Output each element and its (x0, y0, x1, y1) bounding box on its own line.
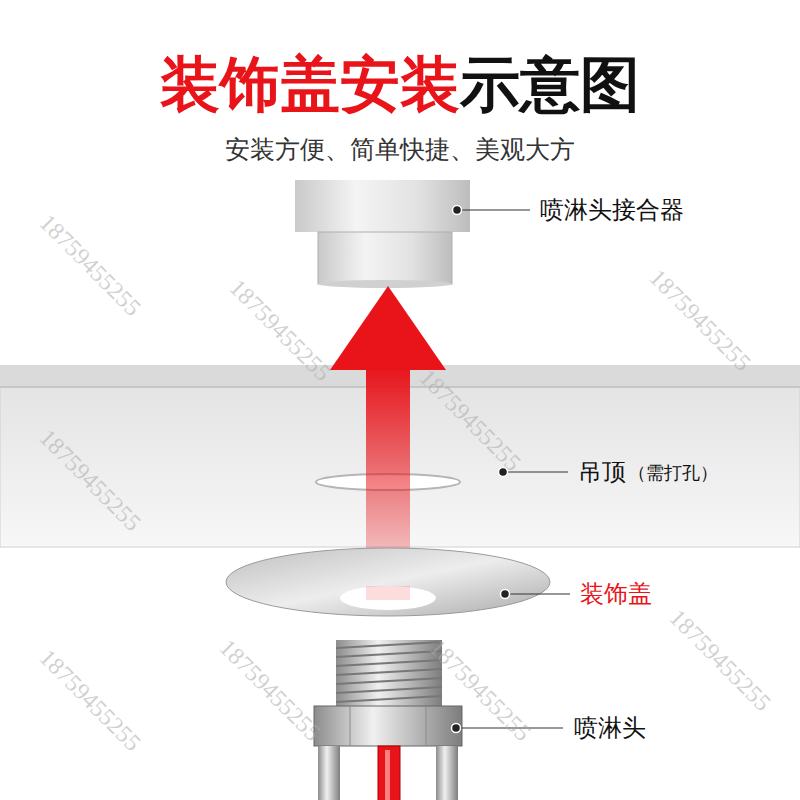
title: 装饰盖安装 (160, 48, 460, 120)
watermark: 18759455255 (33, 643, 147, 757)
watermark: 18759455255 (643, 263, 757, 377)
part-label: 喷淋头 (574, 714, 646, 743)
glass-bulb (378, 746, 400, 800)
bulb-highlight (385, 750, 390, 800)
frame-arm (436, 746, 458, 800)
part-label: 吊顶 (578, 458, 626, 487)
subtitle: 安装方便、简单快捷、美观大方 (225, 135, 575, 165)
frame-arm (318, 746, 340, 800)
adapter-body (295, 180, 470, 232)
adapter-rim (318, 280, 452, 288)
part-label: 装饰盖 (580, 580, 652, 609)
arrow-tail (366, 586, 410, 600)
watermark: 18759455255 (663, 603, 777, 717)
hex-nut (314, 706, 462, 746)
watermark: 18759455255 (213, 633, 327, 747)
part-label: 喷淋头接合器 (540, 196, 684, 225)
title-row: 装饰盖安装示意图 (0, 48, 800, 120)
title-suffix: 示意图 (460, 48, 640, 120)
adapter-neck (318, 232, 452, 284)
cover-plate (226, 548, 550, 616)
part-note: （需打孔） (628, 462, 718, 484)
cover-hole (340, 586, 436, 610)
watermark: 18759455255 (33, 208, 147, 322)
arrow-head (330, 286, 446, 370)
